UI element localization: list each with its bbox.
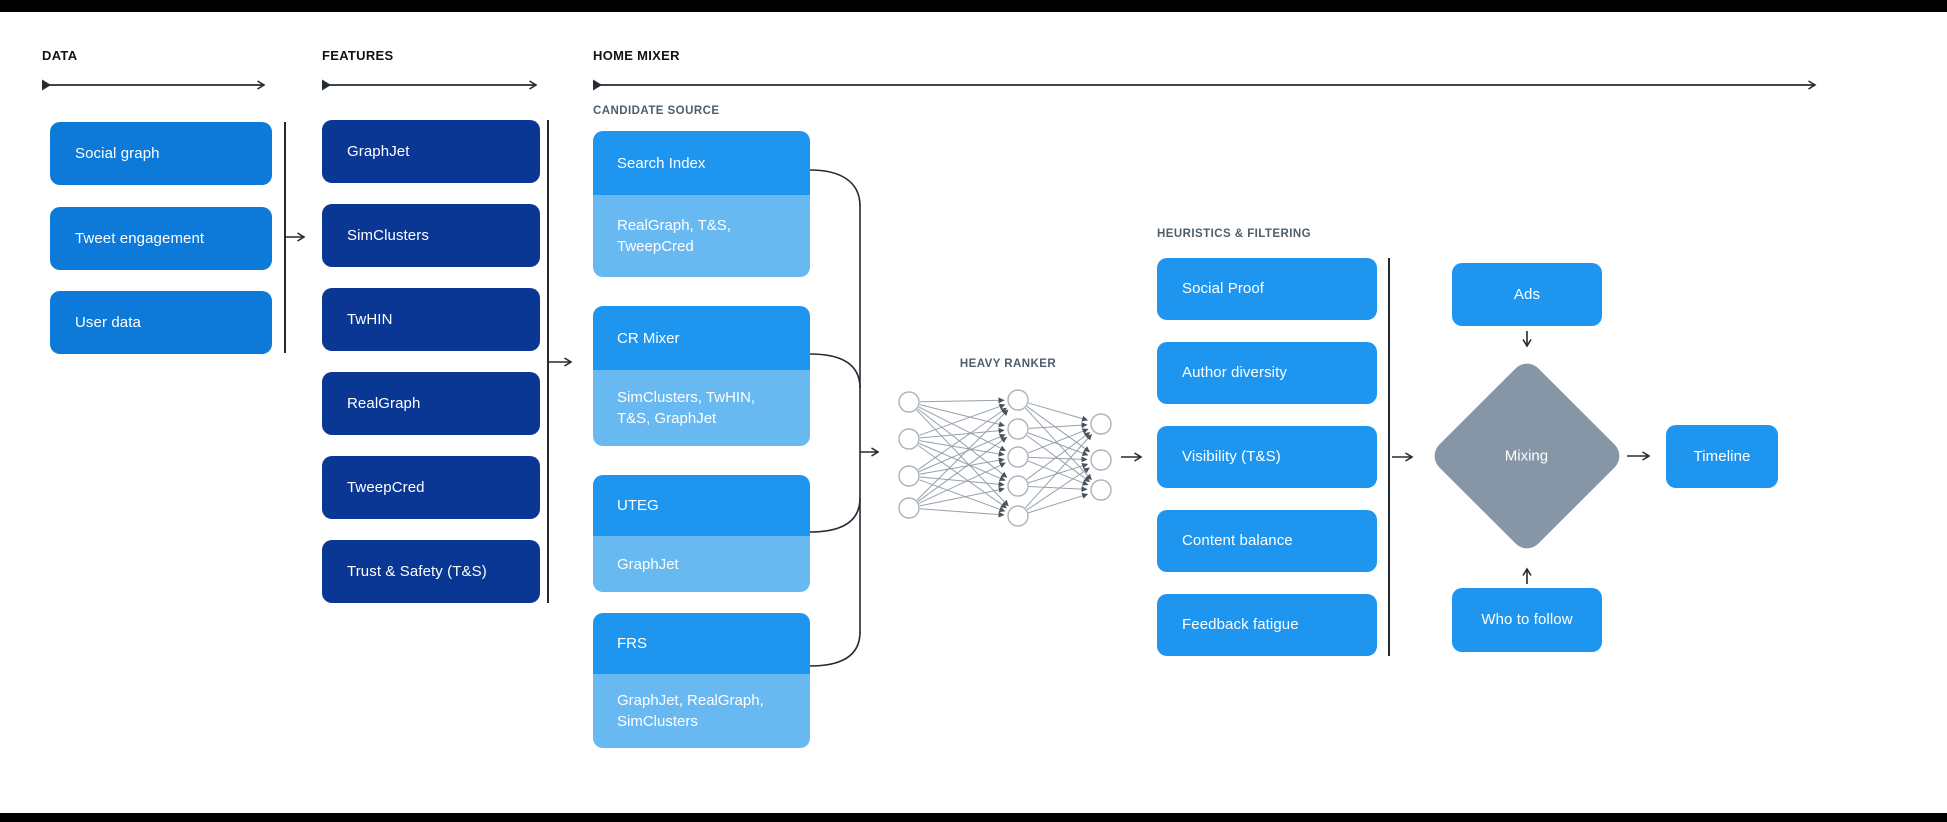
feature-box-simclusters: SimClusters	[322, 204, 540, 267]
nn-node	[898, 428, 920, 450]
connector-cr-mixer	[809, 353, 861, 389]
candidate-card-title: FRS	[593, 613, 810, 674]
nn-edge	[916, 409, 1009, 501]
heavy-ranker-nodes	[898, 389, 1112, 527]
nn-edge	[918, 406, 1006, 452]
nn-edge	[919, 476, 1005, 488]
nn-edge	[919, 404, 1005, 428]
nn-edge	[919, 508, 1005, 518]
nn-edge	[919, 427, 1005, 439]
lane-arrow-features	[322, 79, 538, 91]
nn-node	[1007, 418, 1029, 440]
nn-edge	[1028, 456, 1088, 463]
nn-edge	[919, 403, 1006, 436]
heuristic-box-feedback-fatigue: Feedback fatigue	[1157, 594, 1377, 656]
nn-edge	[1028, 432, 1089, 456]
nn-edge	[917, 444, 1007, 509]
bottom-black-bar	[0, 813, 1947, 822]
nn-edge	[1025, 407, 1092, 481]
data-box-social-graph: Social graph	[50, 122, 272, 185]
nn-node	[1007, 475, 1029, 497]
nn-edge	[1026, 467, 1090, 511]
heuristic-box-visibility: Visibility (T&S)	[1157, 426, 1377, 488]
nn-edge	[1028, 422, 1088, 429]
nn-node	[1007, 505, 1029, 527]
feature-box-graphjet: GraphJet	[322, 120, 540, 183]
nn-edge	[917, 436, 1008, 502]
lane-arrow-home-mixer	[593, 79, 1817, 91]
candidate-source-label: CANDIDATE SOURCE	[593, 105, 720, 117]
nn-edge	[1026, 406, 1091, 453]
nn-edge	[1028, 462, 1089, 484]
nn-edge	[916, 409, 1009, 507]
feature-box-realgraph: RealGraph	[322, 372, 540, 435]
nn-edge	[918, 462, 1006, 504]
nn-edge	[919, 486, 1005, 507]
candidate-card-uteg: UTEG GraphJet	[593, 475, 810, 592]
nn-edge	[919, 397, 1005, 404]
nn-node	[1090, 449, 1112, 471]
mixing-diamond: Mixing	[1428, 357, 1626, 555]
lane-label-features: FEATURES	[322, 48, 394, 63]
nn-node	[898, 465, 920, 487]
candidate-connectors	[809, 169, 861, 667]
candidate-card-sub: RealGraph, T&S, TweepCred	[593, 195, 810, 277]
lane-label-home-mixer: HOME MIXER	[593, 48, 680, 63]
feature-box-trust-safety: Trust & Safety (T&S)	[322, 540, 540, 603]
nn-node	[1007, 446, 1029, 468]
heuristic-box-author-diversity: Author diversity	[1157, 342, 1377, 404]
nn-node	[1090, 479, 1112, 501]
feature-box-twhin: TwHIN	[322, 288, 540, 351]
nn-edge	[1028, 486, 1088, 493]
nn-node	[898, 391, 920, 413]
connector-search-index	[809, 169, 861, 207]
candidate-card-search-index: Search Index RealGraph, T&S, TweepCred	[593, 131, 810, 277]
nn-edge	[1028, 460, 1089, 486]
nn-edge	[1028, 428, 1089, 454]
nn-edge	[1024, 434, 1092, 509]
who-to-follow-box: Who to follow	[1452, 588, 1602, 652]
connector-frs	[809, 631, 861, 667]
nn-edge	[918, 433, 1006, 473]
nn-edge	[919, 440, 1005, 457]
candidate-card-cr-mixer: CR Mixer SimClusters, TwHIN, T&S, GraphJ…	[593, 306, 810, 446]
candidate-card-sub: GraphJet, RealGraph, SimClusters	[593, 674, 810, 748]
nn-edge	[919, 457, 1005, 475]
nn-edge	[917, 407, 1007, 471]
heuristics-filtering-label: HEURISTICS & FILTERING	[1157, 228, 1312, 240]
nn-edge	[1028, 402, 1089, 422]
nn-edge	[917, 408, 1008, 478]
lane-arrow-data	[42, 79, 266, 91]
connector-uteg	[809, 497, 861, 533]
ads-box: Ads	[1452, 263, 1602, 326]
lane-label-data: DATA	[42, 48, 78, 63]
candidate-card-title: Search Index	[593, 131, 810, 195]
nn-edge	[918, 442, 1006, 482]
candidate-card-sub: SimClusters, TwHIN, T&S, GraphJet	[593, 370, 810, 446]
nn-edge	[1026, 435, 1091, 483]
nn-node	[1090, 413, 1112, 435]
nn-edge	[919, 479, 1006, 513]
data-box-tweet-engagement: Tweet engagement	[50, 207, 272, 270]
mixing-diamond-label: Mixing	[1505, 447, 1549, 465]
data-box-user-data: User data	[50, 291, 272, 354]
nn-edge	[1026, 431, 1091, 480]
candidate-card-frs: FRS GraphJet, RealGraph, SimClusters	[593, 613, 810, 748]
heuristic-box-social-proof: Social Proof	[1157, 258, 1377, 320]
top-black-bar	[0, 0, 1947, 12]
nn-node	[1007, 389, 1029, 411]
heavy-ranker-edges	[916, 397, 1092, 518]
heavy-ranker-label: HEAVY RANKER	[959, 358, 1057, 370]
timeline-box: Timeline	[1666, 425, 1778, 488]
heavy-ranker-network	[898, 389, 1112, 527]
heuristic-box-content-balance: Content balance	[1157, 510, 1377, 572]
nn-edge	[1028, 492, 1089, 514]
feature-box-tweepcred: TweepCred	[322, 456, 540, 519]
nn-node	[898, 497, 920, 519]
candidate-card-title: CR Mixer	[593, 306, 810, 370]
candidate-card-sub: GraphJet	[593, 536, 810, 592]
candidate-card-title: UTEG	[593, 475, 810, 536]
